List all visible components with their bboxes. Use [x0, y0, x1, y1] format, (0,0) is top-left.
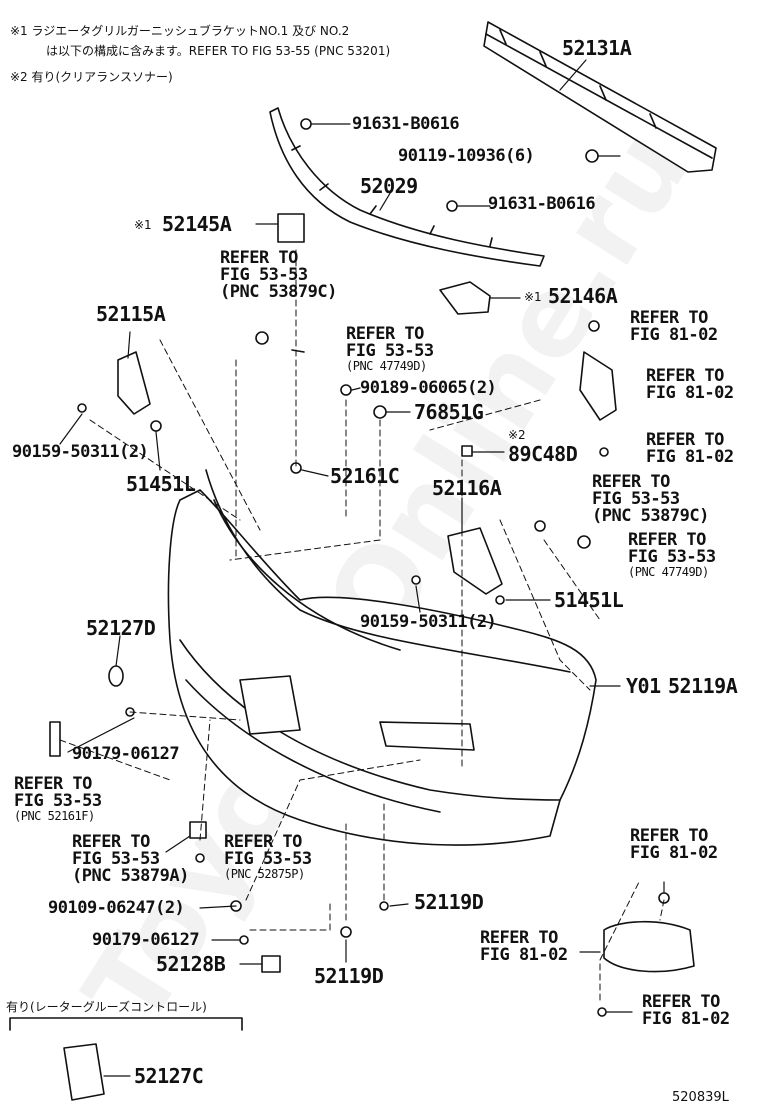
ref-fig-53-53-53879C-right[interactable]: REFER TO FIG 53-53 (PNC 53879C)	[592, 474, 709, 525]
ref-line: REFER TO	[592, 472, 670, 492]
ref-fig-53-53-47749D-top[interactable]: REFER TO FIG 53-53 (PNC 47749D)	[346, 324, 434, 373]
note-2: ※2 有り(クリアランスソナー)	[10, 70, 173, 84]
bracket-52127C-shape	[63, 1043, 105, 1101]
bracket-52146A-shape	[439, 281, 491, 315]
fog-lamp-shape	[603, 920, 695, 973]
ref-fig-53-53-53879A[interactable]: REFER TO FIG 53-53 (PNC 53879A)	[72, 834, 189, 885]
ref-line: (PNC 53879C)	[220, 282, 337, 302]
ref-line: REFER TO	[224, 832, 302, 852]
ref-line: (PNC 52161F)	[14, 809, 95, 823]
part-label-Y01[interactable]: Y01	[626, 674, 661, 698]
ref-line: REFER TO	[628, 530, 706, 550]
ref-fig-53-53-47749D-right[interactable]: REFER TO FIG 53-53 (PNC 47749D)	[628, 530, 716, 579]
part-label-90109-06247[interactable]: 90109-06247(2)	[48, 898, 185, 918]
ref-line: (PNC 47749D)	[346, 359, 427, 373]
part-label-90119-10936[interactable]: 90119-10936(6)	[398, 146, 535, 166]
ref-fig-53-53-52161F[interactable]: REFER TO FIG 53-53 (PNC 52161F)	[14, 774, 102, 823]
ref-line: FIG 53-53	[592, 489, 680, 509]
ref-line: REFER TO	[220, 248, 298, 268]
note-1-line-1: ※1 ラジエータグリルガーニッシュブラケットNO.1 及び NO.2	[10, 24, 350, 38]
part-label-52119A[interactable]: 52119A	[668, 674, 738, 698]
part-label-52127C[interactable]: 52127C	[134, 1064, 204, 1088]
bumper-cover-52119A-shape	[167, 469, 597, 846]
leader-lines	[59, 59, 665, 1077]
ref-line: REFER TO	[14, 774, 92, 794]
ref-line: FIG 53-53	[72, 849, 160, 869]
part-label-89C48D[interactable]: 89C48D	[508, 442, 578, 466]
part-label-90179-06127-top[interactable]: 90179-06127	[72, 744, 180, 764]
ref-line: FIG 53-53	[220, 265, 308, 285]
note-lower-group: 有り(レーターグルーズコントロール)	[6, 1000, 207, 1014]
bracket-52145A-shape	[277, 213, 305, 243]
ref-fig-81-02-b[interactable]: REFER TO FIG 81-02	[646, 368, 734, 402]
ref-fig-53-53-53879C-top[interactable]: REFER TO FIG 53-53 (PNC 53879C)	[220, 250, 337, 301]
retainer-52116A-shape	[447, 527, 503, 595]
part-label-90189-06065[interactable]: 90189-06065(2)	[360, 378, 497, 398]
ref-line: REFER TO	[72, 832, 150, 852]
part-label-90159-50311-left[interactable]: 90159-50311(2)	[12, 442, 149, 462]
mark-52145A: ※1	[134, 218, 152, 232]
bracket-52029-shape	[269, 107, 545, 267]
reinforcement-52131A-shape	[483, 21, 717, 173]
part-label-51451L-left[interactable]: 51451L	[126, 472, 196, 496]
part-label-52115A[interactable]: 52115A	[96, 302, 166, 326]
ref-line: FIG 53-53	[14, 791, 102, 811]
figure-id: 520839L	[672, 1090, 729, 1105]
ref-line: FIG 53-53	[346, 341, 434, 361]
part-label-52116A[interactable]: 52116A	[432, 476, 502, 500]
ref-line: (PNC 47749D)	[628, 565, 709, 579]
ref-line: REFER TO	[346, 324, 424, 344]
ref-line: FIG 81-02	[646, 447, 734, 467]
part-label-91631-B0616-top[interactable]: 91631-B0616	[352, 114, 460, 134]
ref-fig-53-53-52875P[interactable]: REFER TO FIG 53-53 (PNC 52875P)	[224, 832, 312, 881]
ref-line: FIG 81-02	[646, 383, 734, 403]
ref-line: FIG 81-02	[630, 325, 718, 345]
part-label-52131A[interactable]: 52131A	[562, 36, 632, 60]
group-bracket-line	[9, 1017, 243, 1031]
ref-line: REFER TO	[630, 308, 708, 328]
part-label-52128B[interactable]: 52128B	[156, 952, 226, 976]
assembly-dashed-lines	[59, 249, 665, 1001]
ref-line: REFER TO	[646, 366, 724, 386]
part-label-51451L-right[interactable]: 51451L	[554, 588, 624, 612]
part-label-91631-B0616-mid[interactable]: 91631-B0616	[488, 194, 596, 214]
ref-line: FIG 81-02	[480, 945, 568, 965]
part-label-52029[interactable]: 52029	[360, 174, 418, 198]
side-lamp-shape	[579, 351, 617, 421]
part-label-76851G[interactable]: 76851G	[414, 400, 484, 424]
part-label-52161C[interactable]: 52161C	[330, 464, 400, 488]
retainer-52115A-shape	[117, 351, 151, 415]
fasteners	[49, 118, 670, 1017]
part-label-52145A[interactable]: 52145A	[162, 212, 232, 236]
note-1-line-2: は以下の構成に含みます。REFER TO FIG 53-55 (PNC 5320…	[46, 44, 391, 58]
ref-line: REFER TO	[480, 928, 558, 948]
part-label-90159-50311-mid[interactable]: 90159-50311(2)	[360, 612, 497, 632]
ref-fig-81-02-d[interactable]: REFER TO FIG 81-02	[630, 828, 718, 862]
part-label-52146A[interactable]: 52146A	[548, 284, 618, 308]
part-label-52119D-right[interactable]: 52119D	[414, 890, 484, 914]
ref-line: REFER TO	[630, 826, 708, 846]
ref-fig-81-02-a[interactable]: REFER TO FIG 81-02	[630, 310, 718, 344]
ref-fig-81-02-f[interactable]: REFER TO FIG 81-02	[642, 994, 730, 1028]
ref-line: REFER TO	[642, 992, 720, 1012]
part-label-52119D-bottom[interactable]: 52119D	[314, 964, 384, 988]
ref-line: FIG 81-02	[642, 1009, 730, 1029]
ref-line: FIG 53-53	[224, 849, 312, 869]
ref-line: FIG 81-02	[630, 843, 718, 863]
ref-line: (PNC 53879C)	[592, 506, 709, 526]
ref-line: (PNC 53879A)	[72, 866, 189, 886]
mark-52146A: ※1	[524, 290, 542, 304]
part-label-52127D[interactable]: 52127D	[86, 616, 156, 640]
ref-fig-81-02-e[interactable]: REFER TO FIG 81-02	[480, 930, 568, 964]
mark-89C48D: ※2	[508, 428, 526, 442]
ref-fig-81-02-c[interactable]: REFER TO FIG 81-02	[646, 432, 734, 466]
ref-line: (PNC 52875P)	[224, 867, 305, 881]
ref-line: FIG 53-53	[628, 547, 716, 567]
ref-line: REFER TO	[646, 430, 724, 450]
part-label-90179-06127-bottom[interactable]: 90179-06127	[92, 930, 200, 950]
